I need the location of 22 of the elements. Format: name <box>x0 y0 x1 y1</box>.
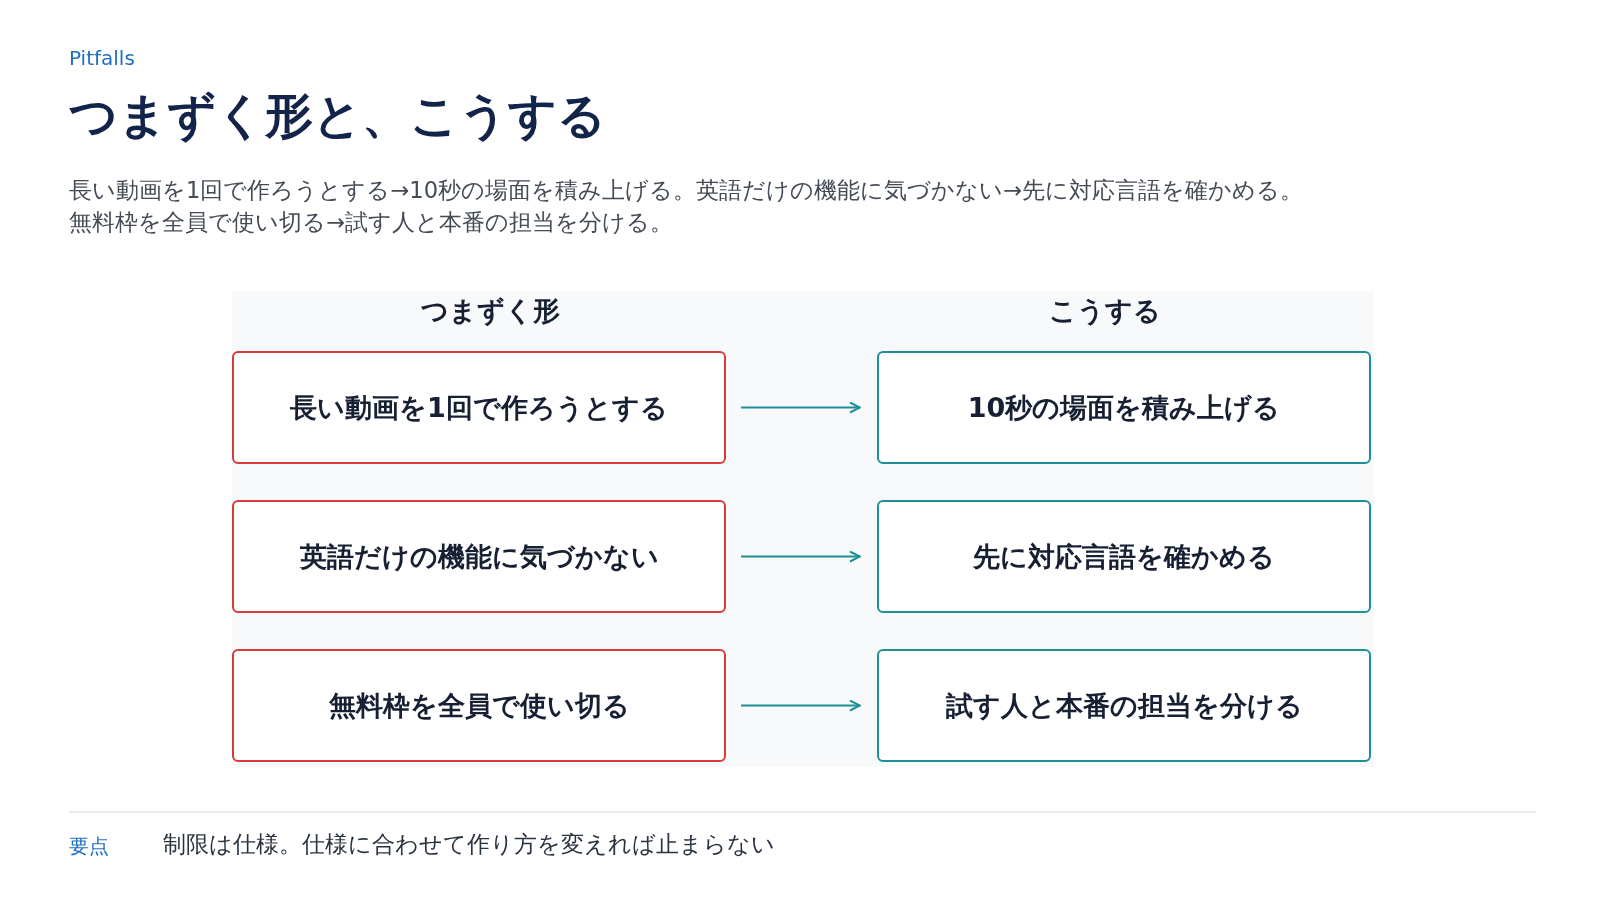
process-box <box>877 649 1371 762</box>
process-box <box>232 500 726 613</box>
section-label: Pitfalls <box>69 45 135 72</box>
box-text: 先に対応言語を確かめる <box>973 539 1275 574</box>
process-box <box>232 649 726 762</box>
process-box <box>232 351 726 464</box>
process-box <box>877 500 1371 613</box>
box-text: 長い動画を1回で作ろうとする <box>290 390 668 425</box>
arrow <box>741 699 861 712</box>
key-point-label: 要点 <box>69 833 109 860</box>
box-text: 試す人と本番の担当を分ける <box>945 688 1303 723</box>
key-point-text: 制限は仕様。仕様に合わせて作り方を変えれば止まらない <box>163 830 775 859</box>
arrow <box>741 550 861 563</box>
box-text: 無料枠を全員で使い切る <box>328 688 630 723</box>
title: つまずく形と、こうする <box>69 86 606 145</box>
box-text: 英語だけの機能に気づかない <box>299 539 659 574</box>
box-text: 10秒の場面を積み上げる <box>967 390 1281 425</box>
column-heading: こうする <box>1048 294 1162 328</box>
arrow <box>741 401 861 414</box>
column-heading: つまずく形 <box>419 294 561 328</box>
process-box <box>877 351 1371 464</box>
subtitle: 長い動画を1回で作ろうとする→10秒の場面を積み上げる。英語だけの機能に気づかない→先に対応言語を確かめる。無料枠を全員で使い切る→試す人と本番の担当を分ける。 <box>69 176 1304 237</box>
